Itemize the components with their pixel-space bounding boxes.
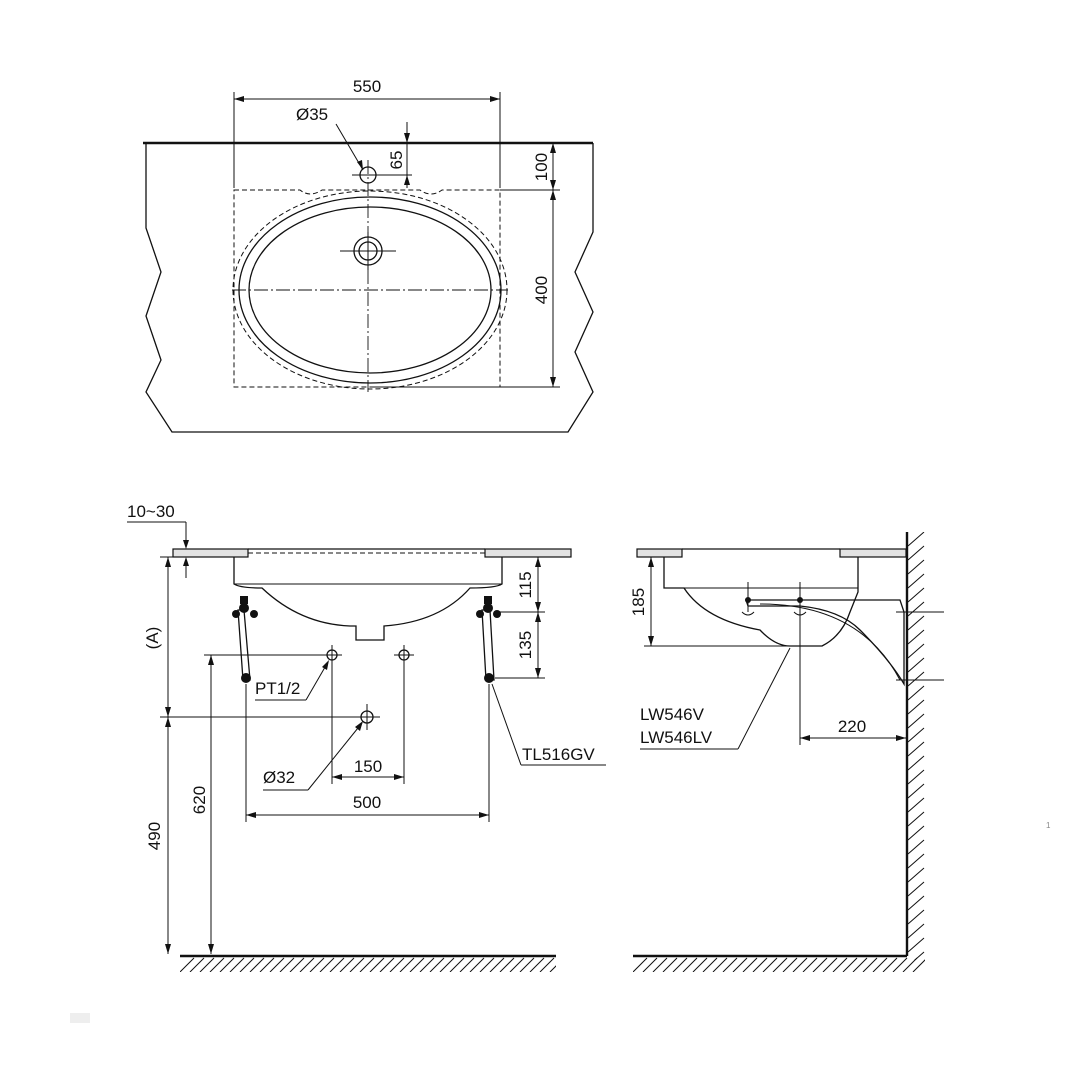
basin-side-profile bbox=[663, 557, 859, 647]
counter-thickness-label: 10~30 bbox=[127, 502, 175, 521]
upper-depth-label: 115 bbox=[516, 571, 535, 598]
cutout-outline bbox=[233, 189, 501, 388]
top-view: 550 Ø35 65 100 400 bbox=[143, 77, 594, 433]
bracket-spacing-label: 500 bbox=[353, 793, 381, 812]
right-bracket bbox=[476, 596, 501, 683]
side-countertop-right bbox=[839, 548, 907, 558]
wall-offset-label: 220 bbox=[838, 717, 866, 736]
bracket-depth-label: 135 bbox=[516, 631, 535, 659]
floor-hatch-front bbox=[180, 957, 556, 972]
basin-front-profile bbox=[233, 557, 503, 641]
front-view: 10~30 (A) 490 620 115 135 PT1/2 bbox=[127, 502, 606, 972]
corner-marker bbox=[70, 1013, 90, 1023]
depth-label: 400 bbox=[532, 276, 551, 304]
pipe-thread-label: PT1/2 bbox=[255, 679, 300, 698]
side-bracket bbox=[745, 599, 905, 687]
floor-height-label: 490 bbox=[145, 822, 164, 850]
hole-diameter-label: Ø35 bbox=[296, 105, 328, 124]
supply-spacing-label: 150 bbox=[354, 757, 382, 776]
page-number: 1 bbox=[1046, 821, 1051, 830]
basin-depth-label: 185 bbox=[629, 588, 648, 616]
side-countertop-left bbox=[636, 548, 683, 558]
hole-offset-label: 65 bbox=[387, 151, 406, 170]
edge-offset-label: 100 bbox=[532, 153, 551, 181]
a-dimension-label: (A) bbox=[143, 627, 162, 650]
side-view: 185 LW546V LW546LV 220 bbox=[629, 532, 944, 972]
model-label-2: LW546LV bbox=[640, 728, 713, 747]
drain-diameter-label: Ø32 bbox=[263, 768, 295, 787]
model-label-1: LW546V bbox=[640, 705, 705, 724]
countertop-left bbox=[172, 548, 249, 558]
width-dimension-label: 550 bbox=[353, 77, 381, 96]
countertop-right bbox=[484, 548, 572, 558]
drain-height-label: 620 bbox=[190, 786, 209, 814]
countertop-outline bbox=[145, 143, 594, 433]
wall-hatch bbox=[907, 532, 925, 960]
floor-hatch-side bbox=[633, 957, 925, 972]
part-number-label: TL516GV bbox=[522, 745, 595, 764]
left-bracket bbox=[232, 596, 258, 683]
